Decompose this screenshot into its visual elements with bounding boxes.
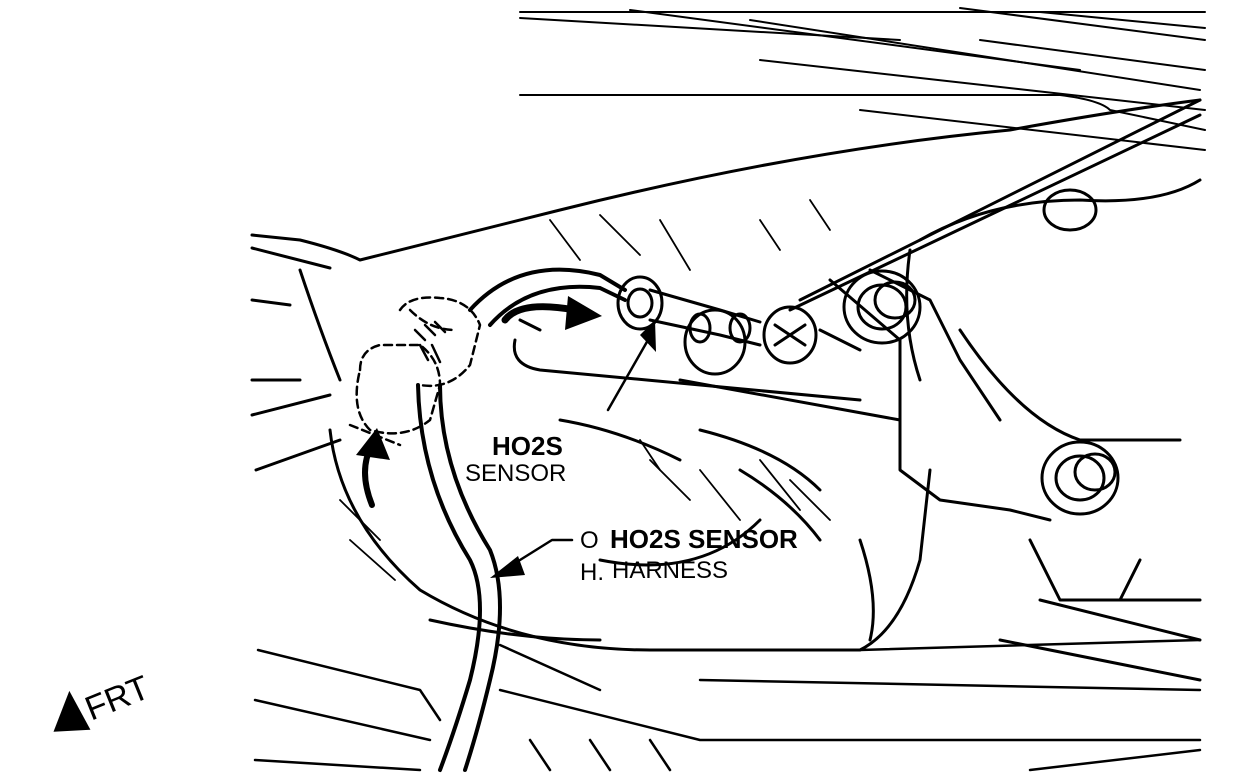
front-label: FRT	[80, 668, 155, 728]
ho2s-sensor	[616, 275, 762, 347]
harness-label-line1: HO2S SENSOR	[610, 524, 798, 554]
body-panel	[250, 98, 1202, 472]
exhaust-shading	[339, 199, 831, 581]
sensor-label-line1: HO2S	[492, 431, 563, 461]
disconnect-arrow-lower	[356, 428, 390, 508]
harness-label-prefix2: H.	[580, 559, 604, 586]
mounting-bracket	[788, 98, 1202, 682]
exhaust-body	[328, 318, 932, 652]
sensor-leader-arrow	[606, 320, 656, 412]
disconnect-arrow-upper	[501, 296, 602, 330]
lower-frame	[253, 638, 1202, 772]
front-arrow-icon	[53, 690, 91, 732]
underbody-frame	[519, 7, 1206, 151]
bolt-lower	[1040, 440, 1120, 516]
harness-cable	[416, 383, 502, 772]
front-direction-indicator: FRT	[53, 668, 155, 732]
bolt-upper	[842, 269, 922, 345]
harness-label-line2: HARNESS	[612, 557, 728, 584]
harness-connector	[348, 296, 482, 447]
harness-label-prefix1: O	[580, 527, 599, 554]
harness-leader-arrow	[490, 538, 574, 578]
bolt-top	[1042, 188, 1098, 232]
sensor-label-line2: SENSOR	[465, 460, 566, 487]
sensor-lead	[468, 267, 627, 327]
connector-pins	[413, 320, 447, 364]
